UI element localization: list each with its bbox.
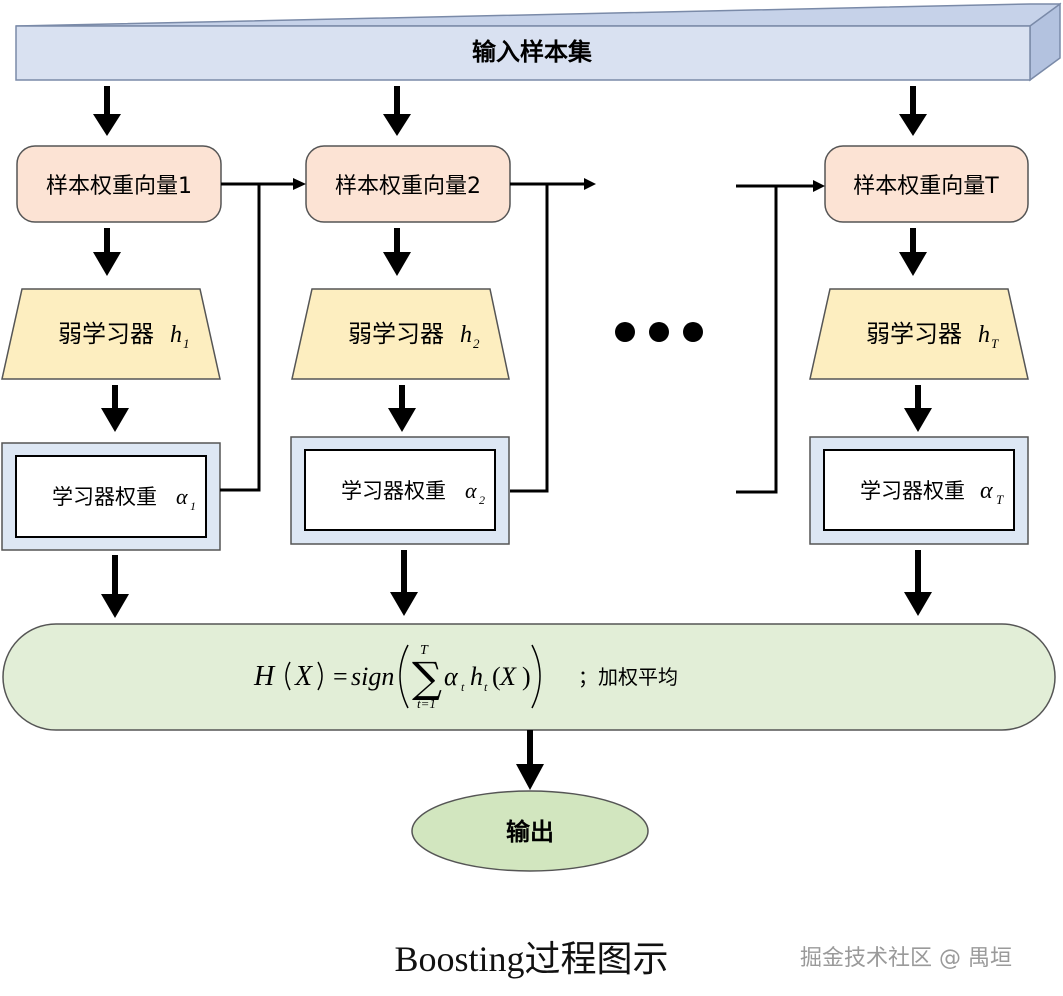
output-label: 输出: [506, 818, 554, 846]
svg-text:): ): [522, 662, 531, 691]
input-sample-set: 输入样本集: [15, 2, 1062, 82]
svg-text:X: X: [499, 662, 517, 691]
weak-learner-label-1: 弱学习器: [58, 320, 154, 348]
svg-text:t: t: [461, 680, 465, 694]
learner-weight-T: 学习器权重 α T: [809, 436, 1029, 545]
learner-weight-symbol-2: α: [465, 478, 477, 503]
weight-vector-label-1: 样本权重向量1: [46, 174, 192, 199]
weight-vector-T: 样本权重向量T: [824, 145, 1029, 223]
weak-learner-1: 弱学习器 h 1: [1, 288, 221, 380]
learner-weight-symbol-1: α: [176, 484, 188, 509]
weighted-average-formula: H X = sign T ∑ t=1 α t h t ( X ) ；加权平均: [2, 623, 1056, 731]
svg-text:T: T: [991, 336, 999, 351]
vector-to-learner-arrows: [104, 228, 916, 256]
sum-sign: ∑: [412, 653, 442, 702]
formula-lhs: H: [253, 661, 276, 692]
input-label: 输入样本集: [472, 38, 593, 66]
learner-weight-label-T: 学习器权重: [860, 479, 965, 503]
weak-learner-label-2: 弱学习器: [348, 320, 444, 348]
input-arrows: [104, 86, 916, 118]
svg-text:1: 1: [183, 336, 190, 351]
watermark: 掘金技术社区 @ 禺垣: [800, 946, 1012, 971]
learner-weight-1: 学习器权重 α 1: [1, 442, 221, 551]
weak-learner-T: 弱学习器 h T: [809, 288, 1029, 380]
sum-upper: T: [420, 643, 429, 658]
weight-to-formula-arrows: [112, 550, 921, 598]
output-node: 输出: [411, 790, 649, 872]
weight-vector-label-2: 样本权重向量2: [335, 174, 481, 199]
svg-text:2: 2: [479, 493, 485, 507]
weak-learner-2: 弱学习器 h 2: [291, 288, 510, 380]
term-h: h: [470, 662, 483, 691]
feedback-connectors: [220, 182, 818, 494]
ellipsis-dots: [615, 322, 703, 342]
svg-text:(: (: [492, 662, 501, 691]
diagram-caption: Boosting过程图示: [394, 939, 669, 979]
svg-text:1: 1: [190, 499, 196, 513]
svg-text:2: 2: [473, 336, 480, 351]
svg-text:t: t: [484, 680, 488, 694]
weight-vector-2: 样本权重向量2: [305, 145, 511, 223]
learner-weight-label-2: 学习器权重: [341, 479, 446, 503]
term-alpha: α: [444, 662, 459, 691]
learner-to-weight-arrows: [112, 385, 921, 412]
weak-learner-symbol-2: h: [460, 322, 472, 348]
sum-lower: t=1: [417, 696, 436, 711]
weight-vector-1: 样本权重向量1: [16, 145, 222, 223]
weak-learner-symbol-T: h: [978, 322, 990, 348]
weight-vector-label-T: 样本权重向量T: [853, 174, 999, 199]
formula-fn: sign: [351, 662, 394, 691]
weak-learner-symbol-1: h: [170, 322, 182, 348]
learner-weight-symbol-T: α: [980, 478, 993, 504]
formula-eq: =: [333, 662, 348, 691]
formula-note: ；加权平均: [578, 665, 678, 689]
formula-arg: X: [294, 661, 313, 692]
weak-learner-label-T: 弱学习器: [866, 320, 962, 348]
learner-weight-2: 学习器权重 α 2: [290, 436, 510, 545]
svg-text:T: T: [996, 492, 1004, 507]
learner-weight-label-1: 学习器权重: [52, 485, 157, 509]
